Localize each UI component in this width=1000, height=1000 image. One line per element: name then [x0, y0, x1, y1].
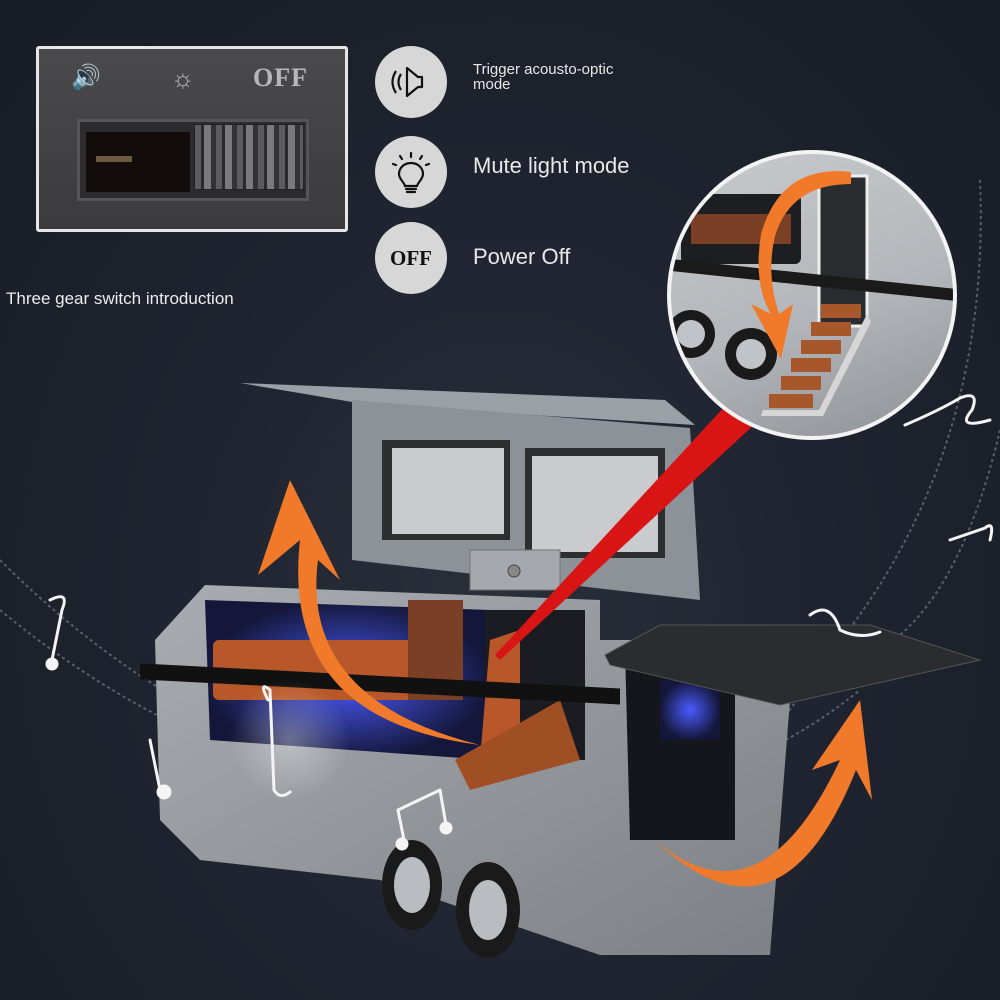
roof-lid: [240, 383, 700, 600]
legend-label-power-off: Power Off: [473, 244, 571, 269]
trailer-body: [140, 585, 790, 955]
switch-knob: [194, 124, 304, 190]
stairs-detail-inset: [667, 150, 957, 440]
rear-lid: [604, 624, 982, 706]
off-icon-text: OFF: [390, 245, 432, 270]
music-notes: [45, 394, 994, 851]
sound-symbol-icon: 🔊: [71, 64, 101, 91]
stairs-detail-illustration: [671, 171, 953, 416]
off-icon: OFF: [375, 222, 447, 294]
caption-three-gear-switch: Three gear switch introduction: [6, 289, 234, 308]
switch-slot-opening: [86, 132, 190, 192]
switch-photo: 🔊 ☼ OFF: [36, 46, 348, 232]
light-bulb-icon: [375, 136, 447, 208]
off-symbol-label: OFF: [253, 63, 308, 92]
speaker-icon: [375, 46, 447, 118]
switch-slot: [77, 119, 309, 201]
legend-label-mute-light: Mute light mode: [473, 153, 630, 178]
pointer-line: [495, 390, 770, 660]
legend-label-acousto-optic: Trigger acousto-optic mode: [473, 61, 614, 93]
wheels: [382, 840, 520, 958]
light-symbol-icon: ☼: [171, 63, 195, 93]
